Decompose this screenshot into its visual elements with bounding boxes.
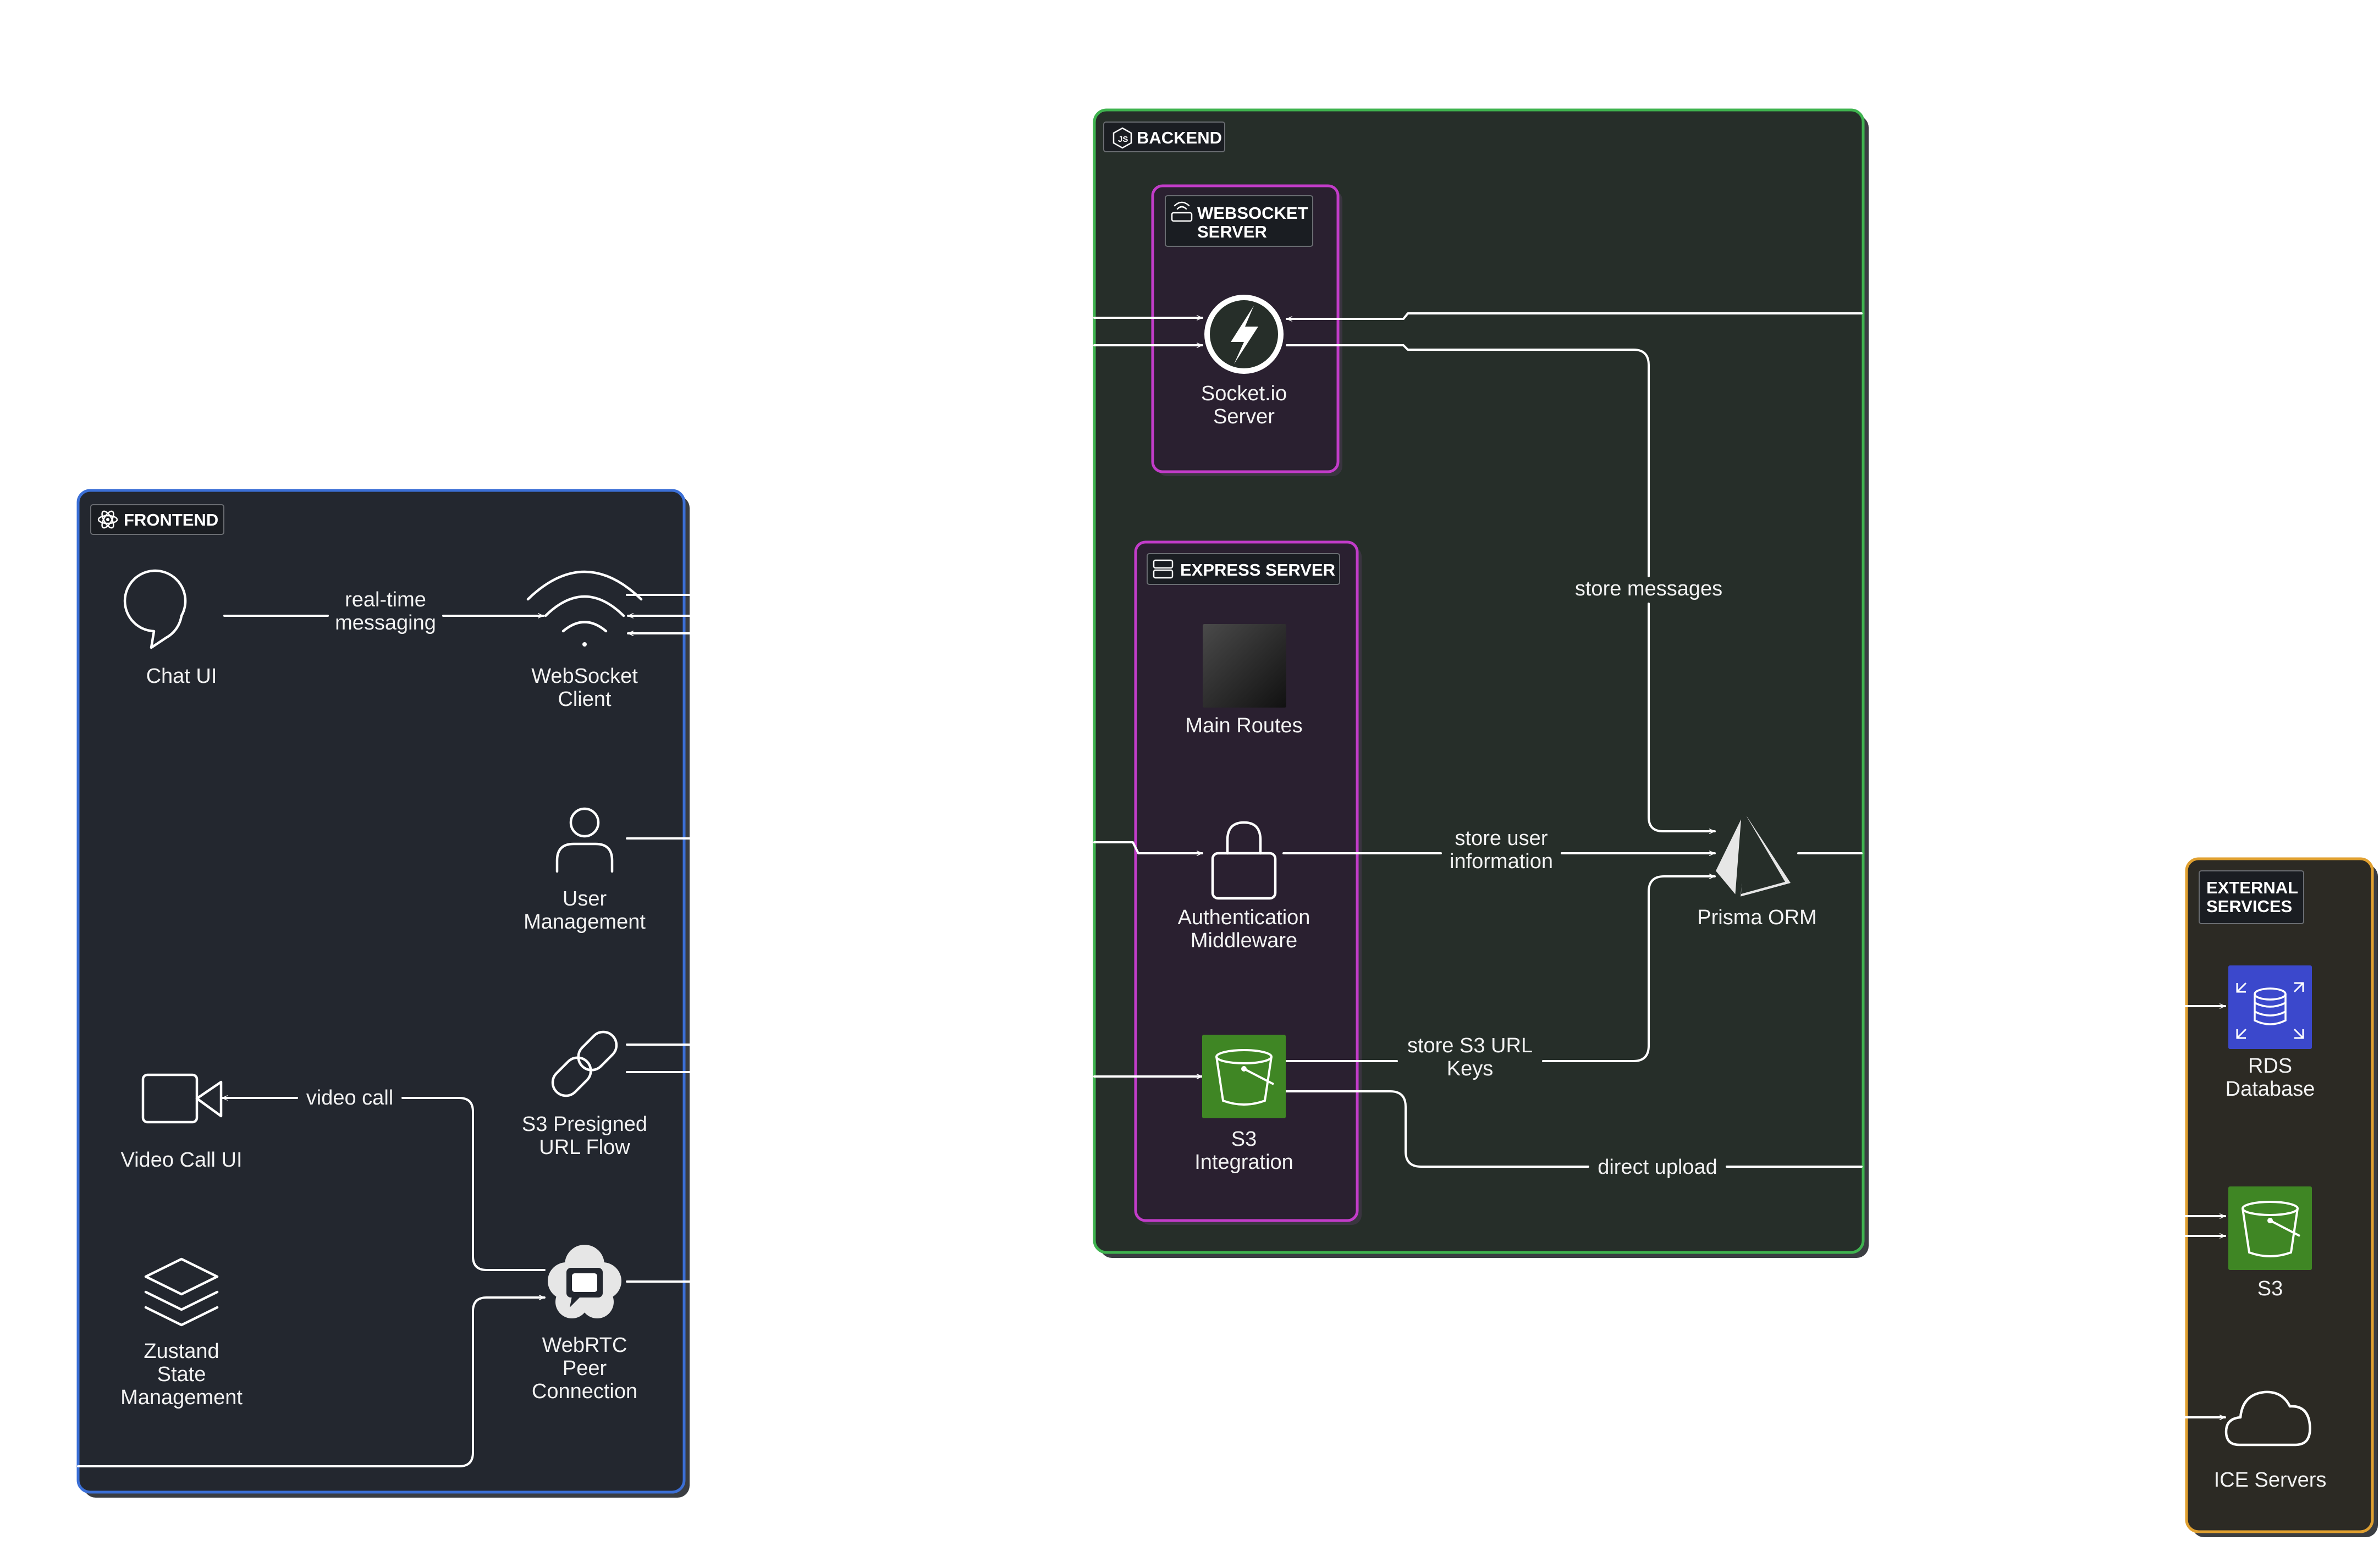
label-video-call: video call [306, 1086, 393, 1109]
frontend-badge: FRONTEND [90, 504, 224, 535]
s3-integration-label-2: Integration [1194, 1151, 1293, 1174]
edge-right-to-socketio [1286, 312, 1863, 319]
s3-integration-label-1: S3 [1231, 1128, 1257, 1151]
user-management-label-2: Management [524, 910, 646, 934]
socketio-label-1: Socket.io [1201, 382, 1287, 405]
websocket-client-label-2: Client [558, 688, 612, 711]
label-realtime-1: real-time [345, 588, 426, 611]
database-glyph-icon [2236, 982, 2304, 1039]
node-websocket-client[interactable]: WebSocket Client [526, 570, 643, 711]
websocket-server-badge: WEBSOCKET SERVER [1165, 195, 1313, 247]
node-auth-middleware[interactable]: Authentication Middleware [1178, 821, 1310, 952]
s3-presigned-label-2: URL Flow [539, 1136, 630, 1159]
prisma-label: Prisma ORM [1697, 906, 1816, 929]
node-s3[interactable]: S3 [2228, 1186, 2312, 1300]
edge-store-messages-2 [1648, 603, 1716, 831]
webrtc-label-2: Peer [563, 1357, 607, 1380]
rds-label-2: Database [2226, 1078, 2315, 1101]
express-icon [1203, 624, 1286, 708]
webrtc-icon [548, 1245, 621, 1318]
react-icon [97, 510, 118, 529]
node-ice-servers[interactable]: ICE Servers [2214, 1390, 2327, 1492]
express-server-badge: EXPRESS SERVER [1147, 553, 1340, 585]
main-routes-label: Main Routes [1185, 714, 1302, 737]
edge-store-messages-1 [1286, 344, 1650, 577]
webrtc-label-3: Connection [532, 1380, 637, 1403]
external-services-label-2: SERVICES [2206, 897, 2292, 916]
node-rds-database[interactable]: RDS Database [2226, 965, 2315, 1101]
nodejs-icon: JS [1113, 127, 1132, 149]
frontend-group: FRONTEND [76, 489, 690, 1498]
node-s3-integration[interactable]: S3 Integration [1194, 1035, 1293, 1174]
user-icon [555, 807, 614, 873]
bucket-glyph-icon [1215, 1049, 1274, 1106]
websocket-client-label-1: WebSocket [531, 665, 638, 688]
label-store-messages: store messages [1575, 577, 1722, 600]
node-video-call-ui[interactable]: Video Call UI [120, 1073, 243, 1172]
label-realtime-2: messaging [335, 611, 436, 634]
backend-label: BACKEND [1137, 128, 1222, 147]
s3-bucket-icon [1202, 1035, 1286, 1118]
edge-in-auth [1093, 841, 1203, 853]
s3-presigned-label-1: S3 Presigned [522, 1113, 647, 1136]
zustand-label-3: Management [120, 1386, 243, 1409]
ice-label: ICE Servers [2214, 1468, 2327, 1492]
websocket-server-label-2: SERVER [1197, 222, 1267, 241]
wifi-icon [526, 570, 643, 647]
s3-label: S3 [2257, 1277, 2283, 1300]
layers-icon [144, 1257, 219, 1327]
express-server-group: EXPRESS SERVER [1134, 540, 1362, 1225]
chat-bubble-icon [123, 569, 187, 649]
auth-label-2: Middleware [1191, 929, 1297, 952]
websocket-server-label-1: WEBSOCKET [1197, 203, 1308, 223]
rds-label-1: RDS [2248, 1054, 2292, 1078]
node-main-routes[interactable]: Main Routes [1185, 624, 1303, 737]
chat-ui-label: Chat UI [146, 665, 217, 688]
video-call-ui-label: Video Call UI [120, 1149, 242, 1172]
user-management-label-1: User [563, 887, 607, 910]
edge-direct-upload-1 [1285, 1090, 1589, 1168]
external-services-badge: EXTERNAL SERVICES [2199, 870, 2304, 924]
label-store-user-1: store user [1455, 827, 1548, 850]
s3-bucket-glyph-icon [2242, 1201, 2300, 1257]
express-server-label: EXPRESS SERVER [1180, 560, 1335, 579]
node-zustand[interactable]: Zustand State Management [120, 1257, 243, 1409]
node-prisma-orm[interactable]: Prisma ORM [1697, 812, 1817, 929]
zustand-label-2: State [157, 1363, 206, 1386]
edge-webrtc-to-video-1 [401, 1097, 546, 1271]
label-store-s3-2: Keys [1447, 1057, 1493, 1080]
node-user-management[interactable]: User Management [524, 807, 646, 934]
router-icon [1171, 201, 1193, 222]
frontend-label: FRONTEND [124, 510, 218, 529]
edge-labels: real-time messaging video call store mes… [306, 577, 1722, 1179]
webrtc-label-1: WebRTC [542, 1334, 627, 1357]
node-chat-ui[interactable]: Chat UI [123, 569, 217, 688]
backend-badge: JS BACKEND [1103, 122, 1225, 152]
connectors [77, 312, 2226, 1467]
video-camera-icon [141, 1073, 223, 1124]
zustand-label-1: Zustand [144, 1340, 219, 1363]
auth-label-1: Authentication [1178, 906, 1310, 929]
node-socketio-server[interactable]: Socket.io Server [1201, 295, 1287, 428]
server-icon [1153, 559, 1174, 579]
edge-store-s3-2 [1542, 876, 1716, 1062]
label-store-user-2: information [1450, 850, 1553, 873]
edge-bottom-to-webrtc [77, 1298, 546, 1467]
socketio-label-2: Server [1213, 405, 1275, 428]
label-store-s3-1: store S3 URL [1407, 1034, 1533, 1057]
node-s3-presigned[interactable]: S3 Presigned URL Flow [522, 1026, 647, 1159]
prisma-icon [1716, 812, 1791, 898]
socketio-icon [1204, 295, 1284, 374]
s3-icon [2228, 1186, 2312, 1270]
node-webrtc[interactable]: WebRTC Peer Connection [532, 1245, 637, 1403]
label-direct-upload: direct upload [1598, 1156, 1717, 1179]
cloud-icon [2224, 1390, 2311, 1446]
svg-text:JS: JS [1118, 135, 1128, 144]
link-icon [551, 1030, 618, 1097]
lock-icon [1211, 821, 1277, 900]
external-services-label-1: EXTERNAL [2206, 878, 2298, 897]
